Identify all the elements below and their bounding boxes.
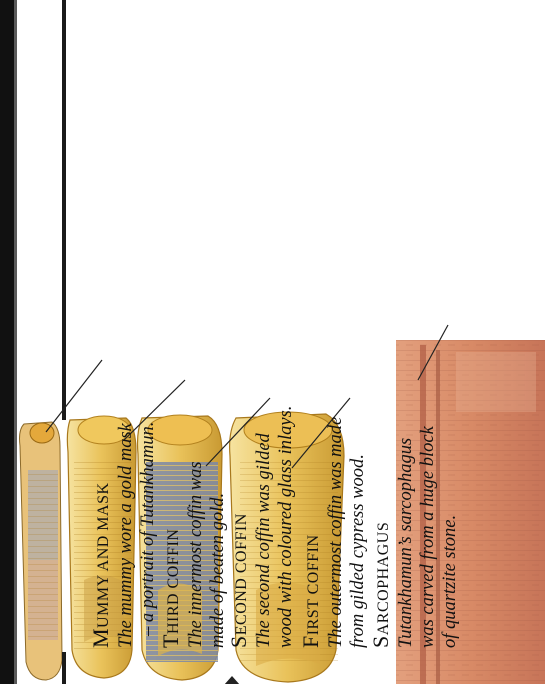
label-sarcophagus-title: SARCOPHAGUS	[370, 88, 395, 648]
gutter-rule-bottom	[62, 652, 66, 684]
label-third-text-2: made of beaten gold.	[207, 88, 229, 648]
label-sarcophagus-text-3: of quartzite stone.	[439, 88, 461, 648]
label-second: SECOND COFFIN The second coffin was gild…	[228, 88, 297, 648]
label-mummy-title: MUMMY AND MASK	[90, 88, 115, 648]
label-sarcophagus-text-2: was carved from a huge block	[417, 88, 439, 648]
label-second-text-2: wood with coloured glass inlays.	[275, 88, 297, 648]
label-second-title: SECOND COFFIN	[228, 88, 253, 648]
label-mummy-text-2: – a portrait of Tutankhamun.	[137, 88, 159, 648]
label-first-text-1: The outermost coffin was made	[325, 88, 347, 648]
label-second-text-1: The second coffin was gilded	[253, 88, 275, 648]
caption-panel: MUMMY AND MASK The mummy wore a gold mas…	[90, 88, 545, 648]
label-sarcophagus: SARCOPHAGUS Tutankhamun’s sarcophagus wa…	[370, 88, 461, 648]
label-third-title: THIRD COFFIN	[160, 88, 185, 648]
label-third: THIRD COFFIN The innermost coffin was ma…	[160, 88, 229, 648]
label-first-text-2: from gilded cypress wood.	[347, 88, 369, 648]
gutter-rule-top	[62, 0, 66, 420]
mummy-figure	[20, 422, 63, 680]
label-third-text-1: The innermost coffin was	[185, 88, 207, 648]
label-sarcophagus-text-1: Tutankhamun’s sarcophagus	[395, 88, 417, 648]
label-first-title: FIRST COFFIN	[300, 88, 325, 648]
label-mummy: MUMMY AND MASK The mummy wore a gold mas…	[90, 88, 159, 648]
label-first: FIRST COFFIN The outermost coffin was ma…	[300, 88, 369, 648]
pointer-arrow-icon	[224, 676, 240, 684]
label-mummy-text-1: The mummy wore a gold mask	[115, 88, 137, 648]
